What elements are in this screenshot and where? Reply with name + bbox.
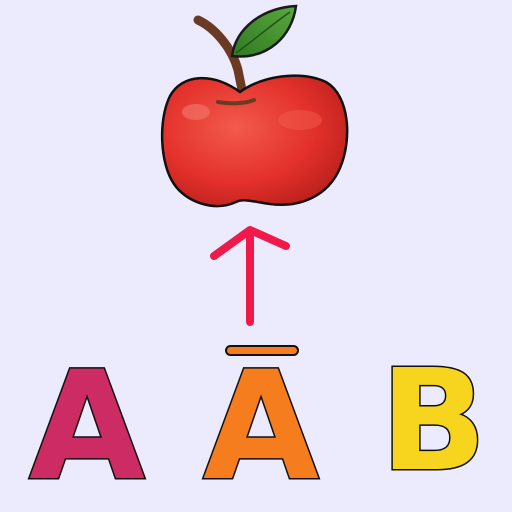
apple-stem [193, 15, 249, 105]
apple-icon [160, 4, 349, 208]
apple-body [160, 74, 349, 208]
letter-a-plain: A [27, 340, 146, 512]
letter-a-long-vowel: A [201, 340, 320, 512]
letter-b: B [379, 340, 489, 503]
up-arrow-icon [210, 226, 290, 326]
macron-mark [225, 345, 299, 356]
